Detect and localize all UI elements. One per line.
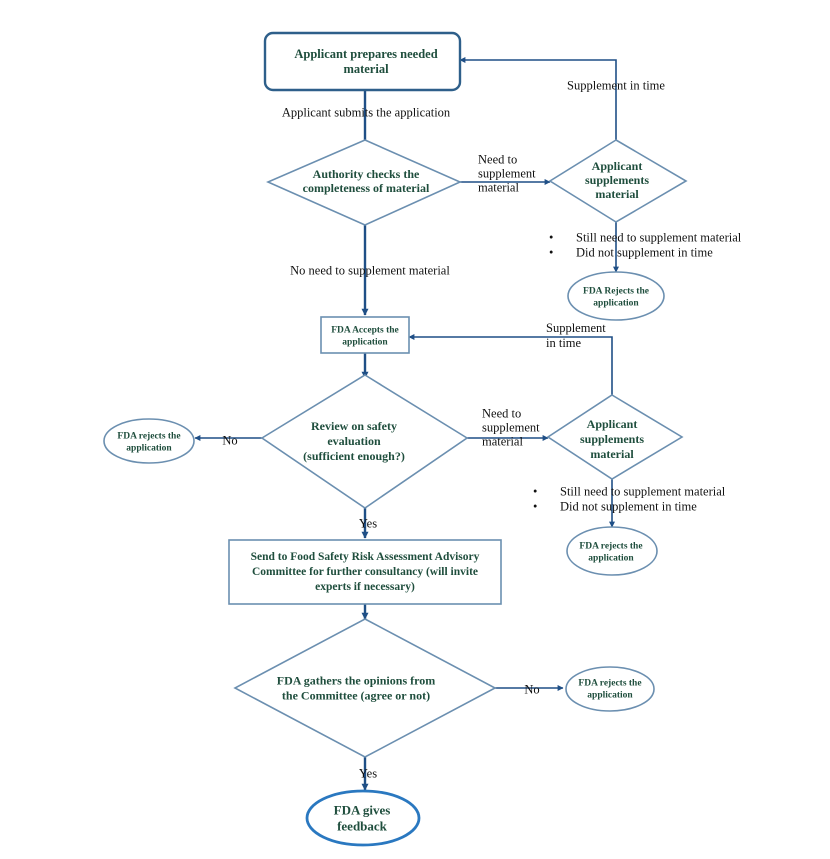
label-yes-gather: Yes (359, 766, 377, 780)
node-reject-left: FDA rejects the application (117, 431, 180, 453)
node-reject2-line-1: application (588, 553, 634, 563)
node-reject-left-line-1: application (126, 443, 172, 453)
label-need-to-supplement-1-line-1: supplement (478, 166, 536, 180)
node-committee: Send to Food Safety Risk Assessment Advi… (251, 551, 480, 593)
node-accept-line-1: application (342, 337, 388, 347)
condition-item: Did not supplement in time (560, 499, 697, 513)
condition-list-2: • Still need to supplement material • Did n… (533, 484, 726, 513)
node-gather-line-1: the Committee (agree or not) (282, 689, 430, 703)
node-supplement1-shape (548, 139, 688, 223)
condition-item: Did not supplement in time (576, 245, 713, 259)
label-yes-gather-line-0: Yes (359, 766, 377, 780)
node-check-shape (266, 139, 462, 226)
condition-item: Still need to supplement material (576, 230, 742, 244)
node-reject2-shape (566, 526, 658, 576)
node-supplement1-line-1: supplements (585, 173, 649, 187)
node-reject1: FDA Rejects the application (583, 286, 649, 308)
node-supplement2-line-1: supplements (580, 432, 644, 446)
node-gather-shape (233, 618, 497, 758)
node-supplement2-line-2: material (590, 447, 634, 461)
bullet-dot: • (533, 484, 537, 498)
node-reject2-line-0: FDA rejects the (579, 541, 642, 551)
label-no-review: No (222, 433, 237, 447)
node-feedback-line-0: FDA gives (334, 803, 391, 818)
label-no-review-line-0: No (222, 433, 237, 447)
node-committee-line-1: Committee for further consultancy (will … (252, 566, 478, 578)
condition-item: Still need to supplement material (560, 484, 726, 498)
label-yes-review-line-0: Yes (359, 516, 377, 530)
node-supplement1-line-2: material (595, 187, 639, 201)
node-prepare-shape (263, 31, 462, 92)
node-accept-line-0: FDA Accepts the (331, 325, 399, 335)
condition-list-1: • Still need to supplement material • Did n… (549, 230, 742, 259)
label-yes-review: Yes (359, 516, 377, 530)
edge-supplement1-to-prepare (459, 57, 617, 140)
bullet-dot: • (533, 499, 537, 513)
node-prepare-line-0: Applicant prepares needed (294, 47, 437, 61)
node-accept-shape (320, 316, 410, 354)
label-need-to-supplement-2-line-0: Need to (482, 406, 521, 420)
label-need-to-supplement-1-line-0: Need to (478, 152, 517, 166)
label-no-need: No need to supplement material (290, 263, 450, 277)
label-no-need-line-0: No need to supplement material (290, 263, 450, 277)
edge-supplement2-to-accept (408, 334, 613, 395)
node-committee-line-0: Send to Food Safety Risk Assessment Advi… (251, 551, 480, 563)
node-review-line-2: (sufficient enough?) (303, 449, 405, 463)
node-reject1-line-1: application (593, 298, 639, 308)
node-gather-line-0: FDA gathers the opinions from (277, 674, 435, 688)
node-review-shape (260, 374, 469, 509)
node-reject3-line-1: application (587, 690, 633, 700)
bullet-dot: • (549, 230, 553, 244)
node-supplement2-shape (546, 394, 684, 480)
label-supplement-in-time-2-line-1: in time (546, 336, 582, 350)
label-supplement-in-time-1-line-0: Supplement in time (567, 78, 665, 92)
node-supplement1-line-0: Applicant (592, 159, 643, 173)
node-review-line-1: evaluation (327, 434, 381, 448)
node-review-line-0: Review on safety (311, 419, 397, 433)
node-reject3-shape (565, 666, 655, 712)
label-submit: Applicant submits the application (282, 105, 451, 119)
node-prepare-line-1: material (343, 62, 389, 76)
label-supplement-in-time-2-line-0: Supplement (546, 321, 606, 335)
node-accept: FDA Accepts the application (331, 325, 399, 347)
node-feedback-shape (305, 789, 421, 847)
node-reject1-shape (567, 271, 665, 321)
node-reject-left-shape (103, 418, 195, 464)
node-committee-line-2: experts if necessary) (315, 581, 415, 593)
label-need-to-supplement-1-line-2: material (478, 180, 519, 194)
label-need-to-supplement-2-line-1: supplement (482, 420, 540, 434)
label-no-gather: No (524, 682, 539, 696)
node-check-line-1: completeness of material (303, 181, 430, 195)
node-reject-left-line-0: FDA rejects the (117, 431, 180, 441)
node-reject3: FDA rejects the application (578, 678, 641, 700)
label-need-to-supplement-2-line-2: material (482, 434, 523, 448)
label-no-gather-line-0: No (524, 682, 539, 696)
node-reject3-line-0: FDA rejects the (578, 678, 641, 688)
bullet-dot: • (549, 245, 553, 259)
label-submit-line-0: Applicant submits the application (282, 105, 451, 119)
node-reject2: FDA rejects the application (579, 541, 642, 563)
label-supplement-in-time-1: Supplement in time (567, 78, 665, 92)
node-feedback-line-1: feedback (337, 819, 388, 834)
node-committee-shape (228, 539, 502, 605)
node-supplement2-line-0: Applicant (587, 417, 638, 431)
node-reject1-line-0: FDA Rejects the (583, 286, 649, 296)
node-check-line-0: Authority checks the (313, 167, 420, 181)
